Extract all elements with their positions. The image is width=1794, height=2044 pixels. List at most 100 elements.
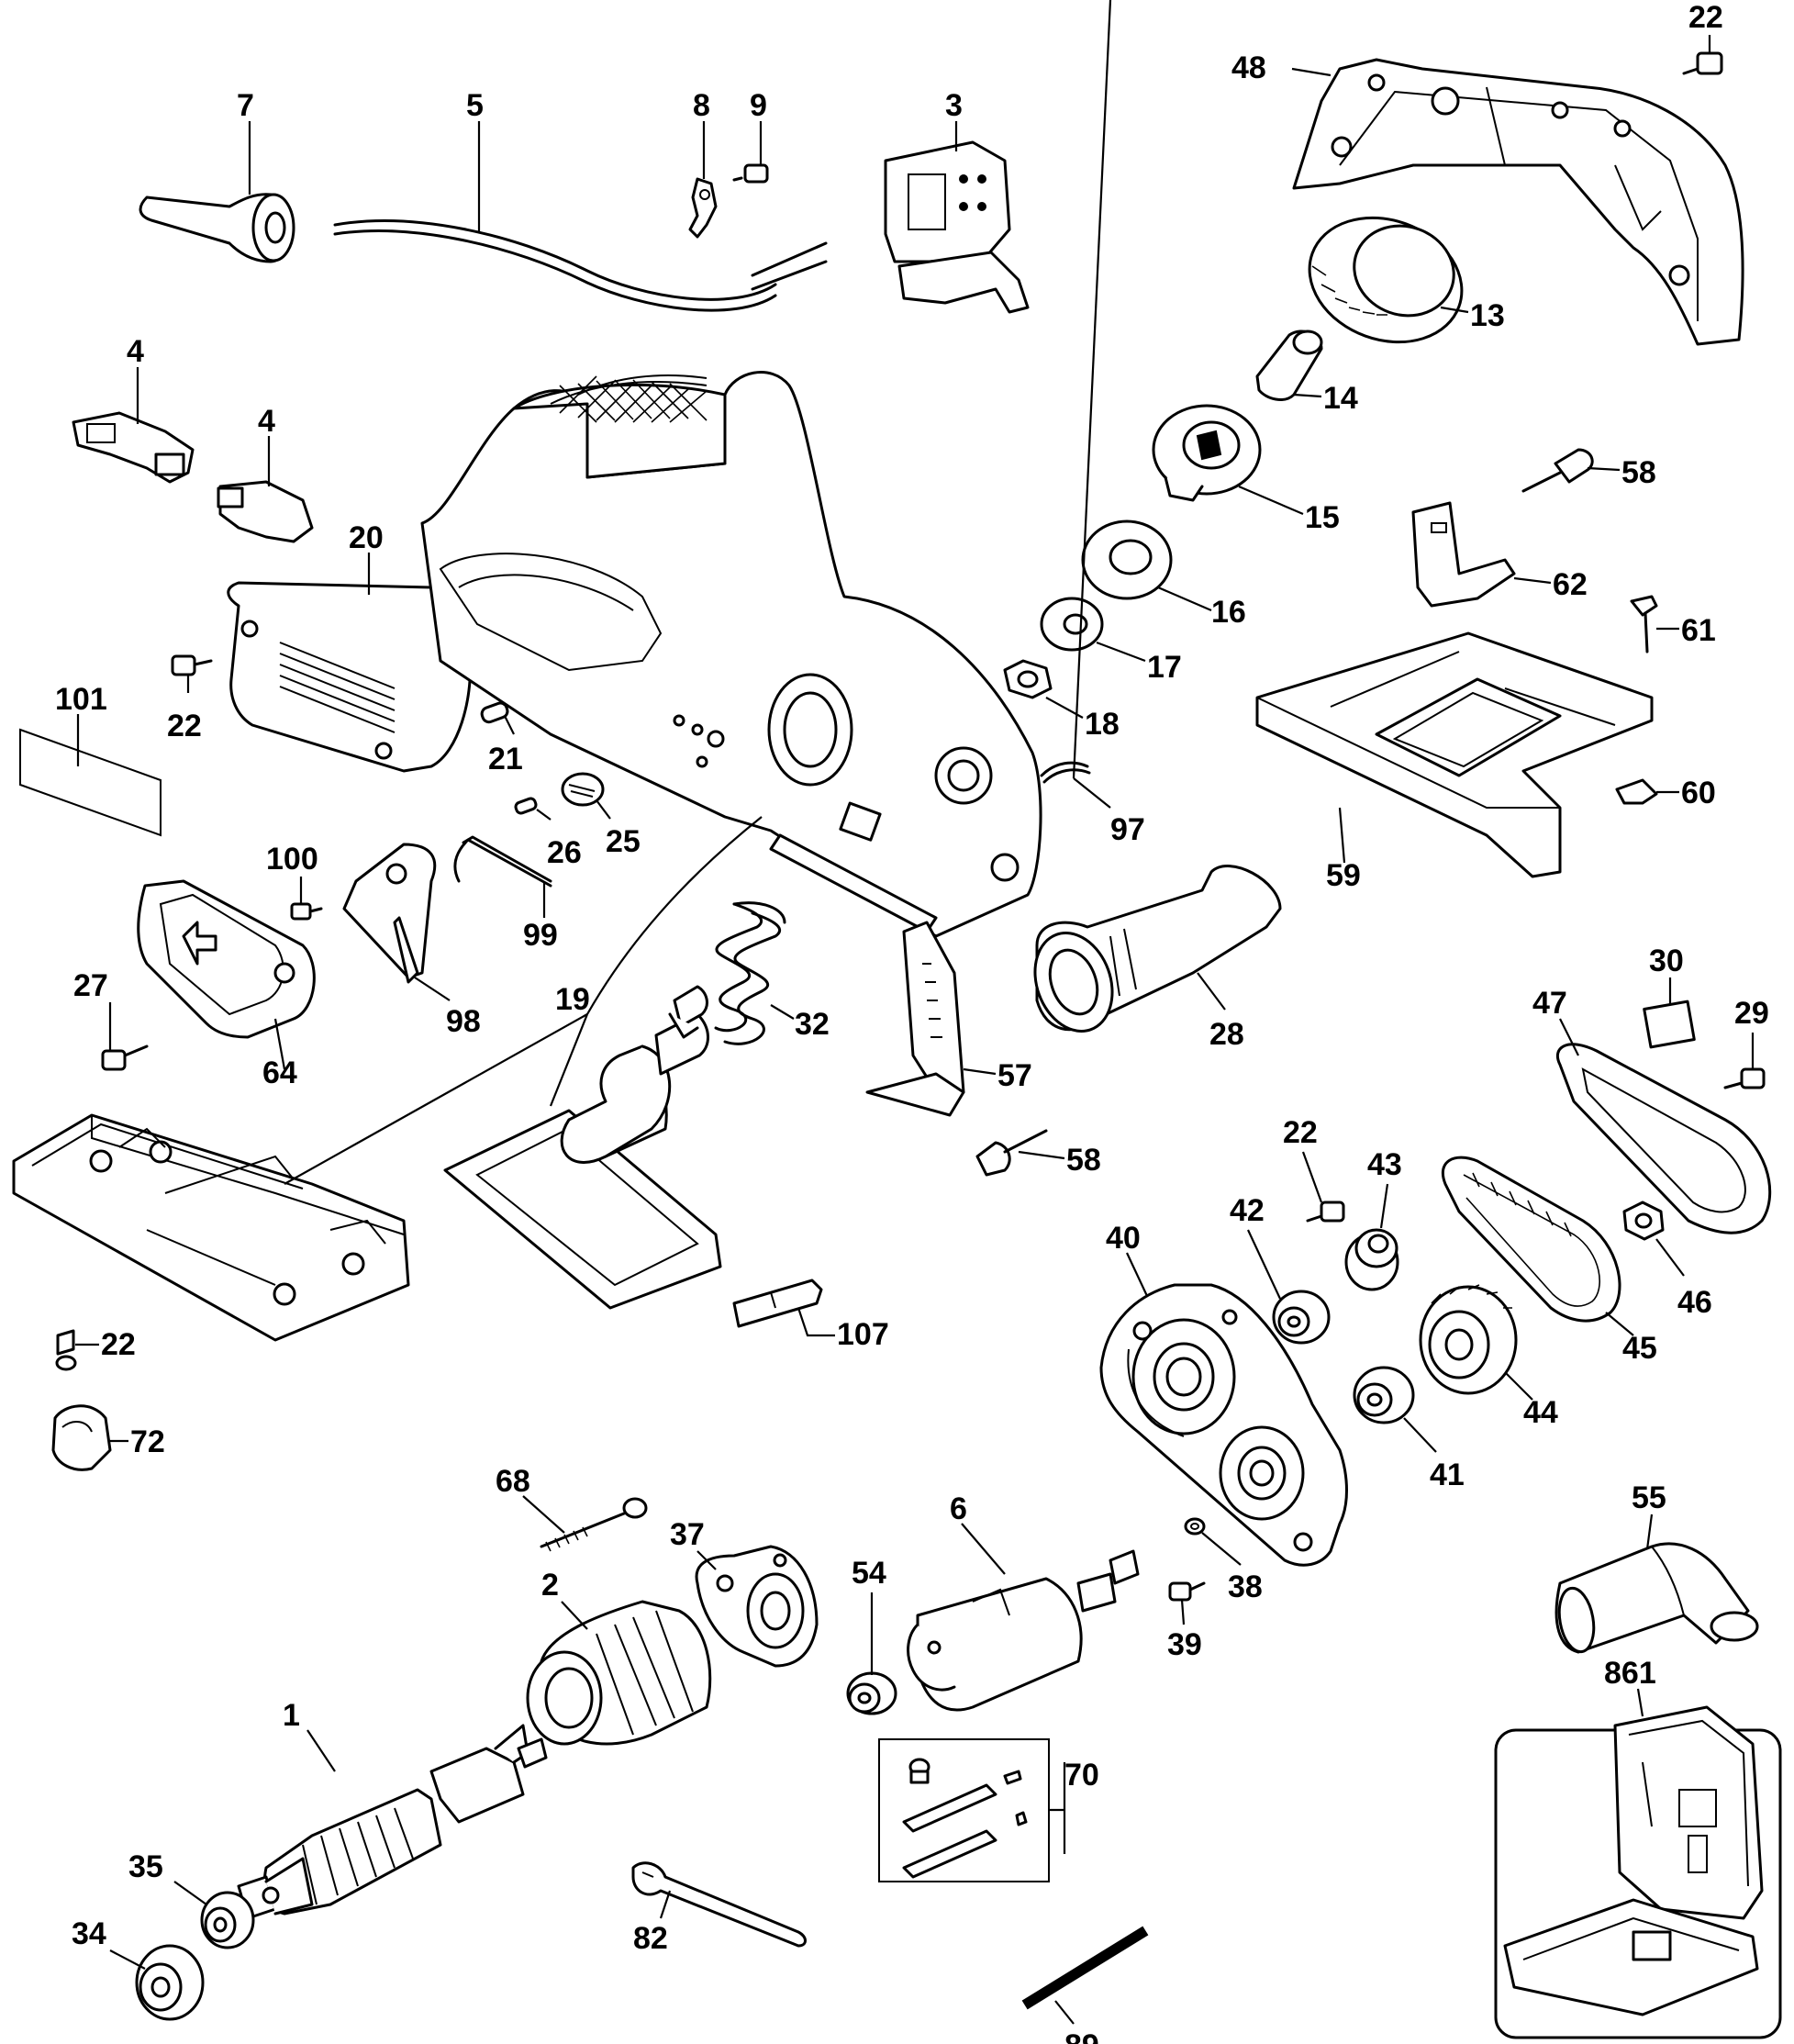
part-70-blade-kit: [878, 1738, 1050, 1882]
label-60: 60: [1681, 776, 1716, 810]
label-19: 19: [555, 982, 590, 1017]
part-7-cord-protector: [139, 193, 295, 263]
part-29-screw: [1723, 1067, 1766, 1089]
part-37-bearing-housing: [695, 1545, 819, 1668]
label-2: 2: [541, 1568, 559, 1603]
label-27: 27: [73, 968, 108, 1003]
part-39-screw: [1168, 1581, 1206, 1602]
label-70: 70: [1064, 1758, 1099, 1793]
label-1: 1: [283, 1698, 300, 1733]
label-64: 64: [262, 1056, 297, 1090]
label-861: 861: [1604, 1656, 1656, 1691]
part-41-bearing: [1353, 1366, 1415, 1424]
label-101: 101: [55, 682, 107, 717]
part-54-bearing: [846, 1671, 897, 1715]
part-27-screw: [101, 1044, 149, 1071]
label-30: 30: [1649, 944, 1684, 978]
part-43-pulley: [1344, 1228, 1399, 1291]
part-25-knob: [561, 772, 605, 807]
part-59-fence: [1255, 631, 1654, 878]
part-26-pin: [514, 797, 538, 815]
label-34: 34: [72, 1916, 106, 1951]
part-15-hub: [1152, 404, 1262, 502]
label-25: 25: [606, 824, 641, 859]
label-55: 55: [1632, 1480, 1666, 1515]
part-22-screw-bottom-left: [55, 1329, 77, 1371]
label-46: 46: [1677, 1285, 1712, 1320]
part-17-nut-washer: [1040, 597, 1104, 652]
part-9-screw: [732, 163, 769, 184]
grip-pattern: [559, 375, 708, 423]
label-18: 18: [1085, 707, 1120, 742]
label-6: 6: [950, 1491, 967, 1526]
part-14-bushing: [1255, 329, 1323, 401]
label-5: 5: [466, 88, 484, 123]
label-58a: 58: [1621, 455, 1656, 490]
part-22-screw-left: [171, 654, 213, 676]
part-22-screw-top-right: [1682, 51, 1723, 75]
label-72: 72: [130, 1424, 165, 1459]
part-48-side-cover: [1292, 58, 1744, 346]
label-82: 82: [633, 1921, 668, 1956]
label-107: 107: [837, 1317, 889, 1352]
part-42-bearing: [1272, 1290, 1331, 1345]
label-13: 13: [1470, 298, 1505, 333]
part-60-nut: [1615, 778, 1658, 805]
label-9: 9: [750, 88, 767, 123]
part-47-drive-belt: [1556, 1043, 1772, 1234]
part-62-bracket: [1411, 501, 1516, 608]
label-41: 41: [1430, 1458, 1465, 1492]
label-98: 98: [446, 1004, 481, 1039]
part-38-washer: [1184, 1517, 1206, 1536]
part-46-nut: [1622, 1201, 1665, 1241]
part-861-carry-case: [1494, 1705, 1782, 2039]
label-8: 8: [693, 88, 710, 123]
part-1-armature: [237, 1724, 548, 1920]
part-22-screw-right-middle: [1306, 1201, 1345, 1223]
part-101-label: [19, 728, 162, 837]
label-97: 97: [1110, 812, 1145, 847]
part-19-base-shoe: [12, 1113, 410, 1342]
label-48: 48: [1231, 50, 1266, 85]
label-20: 20: [349, 520, 384, 555]
label-42: 42: [1230, 1193, 1265, 1228]
label-38: 38: [1228, 1569, 1263, 1604]
part-58-bolt-top: [1521, 448, 1594, 493]
part-72-clip: [51, 1404, 112, 1471]
label-47: 47: [1532, 986, 1567, 1021]
label-28: 28: [1209, 1017, 1244, 1052]
label-3: 3: [945, 88, 963, 123]
label-62: 62: [1553, 567, 1588, 602]
label-15: 15: [1305, 500, 1340, 535]
label-44: 44: [1523, 1395, 1558, 1430]
part-68-long-screw: [540, 1497, 648, 1552]
part-21-pin: [480, 701, 509, 724]
label-29: 29: [1734, 996, 1769, 1031]
part-61-screw: [1630, 595, 1658, 653]
part-30-label: [1643, 1000, 1696, 1049]
main-housing: [420, 371, 1042, 938]
label-35: 35: [128, 1849, 163, 1884]
part-82-wrench: [631, 1861, 807, 1948]
part-13-depth-knob: [1308, 216, 1464, 344]
part-89-blade-strip: [1021, 1926, 1149, 2010]
part-28-dust-port: [1033, 865, 1282, 1033]
label-22a: 22: [167, 709, 202, 743]
part-45-toothed-belt: [1442, 1156, 1621, 1323]
label-58b: 58: [1066, 1143, 1101, 1178]
label-68: 68: [496, 1464, 530, 1499]
part-18-hex-nut: [1003, 659, 1053, 699]
label-7: 7: [237, 88, 254, 123]
label-40: 40: [1106, 1221, 1141, 1256]
part-16-washer: [1081, 519, 1173, 600]
part-44-gear-pulley: [1419, 1284, 1518, 1395]
part-107-blade: [732, 1279, 823, 1328]
part-98-depth-knob-cover: [342, 843, 437, 984]
label-39: 39: [1167, 1627, 1202, 1662]
part-5-power-cord: [333, 219, 828, 312]
part-40-gear-housing: [1099, 1283, 1348, 1567]
part-57-depth-scale: [865, 921, 965, 1117]
part-8-cord-clamp: [688, 177, 718, 239]
part-99-wire-spring: [453, 835, 552, 888]
